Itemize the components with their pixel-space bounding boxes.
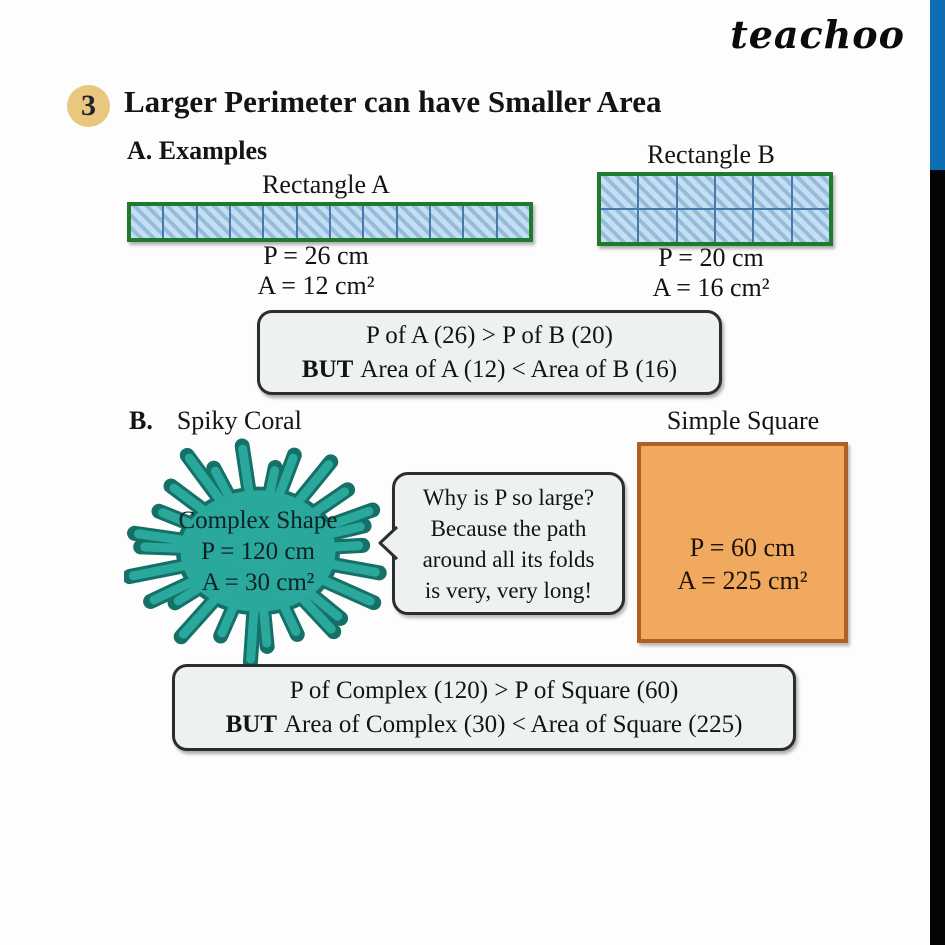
examples-heading: A. Examples xyxy=(127,136,268,165)
grid-cell xyxy=(639,176,676,208)
grid-cell xyxy=(601,210,638,242)
section-number-badge: 3 xyxy=(67,85,110,127)
grid-cell xyxy=(197,206,229,238)
grid-cell xyxy=(331,206,363,238)
speech-bubble: Why is P so large? Because the path arou… xyxy=(378,472,625,615)
rectangle-a-stats: P = 26 cm A = 12 cm² xyxy=(117,241,515,301)
grid-cell xyxy=(601,176,638,208)
grid-cell xyxy=(464,206,496,238)
grid-cell xyxy=(715,210,753,242)
rectangle-b-area: A = 16 cm² xyxy=(652,273,770,302)
page-title: Larger Perimeter can have Smaller Area xyxy=(124,84,662,119)
grid-cell xyxy=(677,210,714,242)
speech-bubble-tail xyxy=(378,525,398,561)
grid-cell xyxy=(364,206,396,238)
blue-edge-bar xyxy=(930,0,945,170)
coral-name: Complex Shape xyxy=(178,506,338,534)
grid-cell xyxy=(754,210,791,242)
grid-cell xyxy=(297,206,329,238)
rectangle-b-label: Rectangle B xyxy=(647,140,775,169)
coral-illustration xyxy=(124,438,387,664)
bubble-line-2: Because the path xyxy=(430,515,587,541)
grid-cell xyxy=(131,206,163,238)
grid-cell xyxy=(792,210,829,242)
coral-perimeter: P = 120 cm xyxy=(201,537,315,565)
rectangle-a-grid xyxy=(127,202,533,242)
rectangle-a-label: Rectangle A xyxy=(262,170,390,199)
comparison-line-perimeter-2: P of Complex (120) > P of Square (60) xyxy=(289,676,679,704)
bubble-line-3: around all its folds xyxy=(422,546,595,572)
rectangle-a-area: A = 12 cm² xyxy=(257,271,375,300)
coral-stats: Complex Shape P = 120 cm A = 30 cm² xyxy=(124,438,392,664)
rectangle-b-perimeter: P = 20 cm xyxy=(658,243,764,272)
simple-square-heading: Simple Square xyxy=(666,406,820,435)
grid-cell xyxy=(497,206,529,238)
rectangle-a-perimeter: P = 26 cm xyxy=(263,241,369,270)
square-area: A = 225 cm² xyxy=(677,566,808,595)
grid-cell xyxy=(264,206,296,238)
grid-cell xyxy=(397,206,429,238)
section-b-heading: B. Spiky Coral xyxy=(129,406,302,436)
grid-cell xyxy=(715,176,753,208)
section-b-letter: B. xyxy=(129,406,153,435)
grid-cell xyxy=(754,176,791,208)
spiky-coral-shape: Complex Shape P = 120 cm A = 30 cm² xyxy=(124,438,392,664)
teachoo-logo: teachoo xyxy=(730,12,905,57)
comparison-line-perimeter: P of A (26) > P of B (20) xyxy=(366,321,613,349)
grid-cell xyxy=(164,206,196,238)
bubble-line-4: is very, very long! xyxy=(424,577,593,603)
comparison-box-complex: P of Complex (120) > P of Square (60) BU… xyxy=(172,664,796,751)
coral-area: A = 30 cm² xyxy=(201,568,315,596)
square-perimeter: P = 60 cm xyxy=(689,533,796,562)
rectangle-b-stats: P = 20 cm A = 16 cm² xyxy=(597,243,825,303)
bubble-line-1: Why is P so large? xyxy=(422,484,595,510)
simple-square-shape: P = 60 cm A = 225 cm² xyxy=(637,442,848,643)
black-edge-bar xyxy=(930,170,945,945)
spiky-coral-heading: Spiky Coral xyxy=(176,406,302,435)
grid-cell xyxy=(792,176,829,208)
grid-cell xyxy=(231,206,263,238)
grid-cell xyxy=(677,176,714,208)
grid-cell xyxy=(431,206,463,238)
square-stats: P = 60 cm A = 225 cm² xyxy=(641,531,844,597)
grid-cell xyxy=(639,210,676,242)
rectangle-b-grid xyxy=(597,172,833,246)
